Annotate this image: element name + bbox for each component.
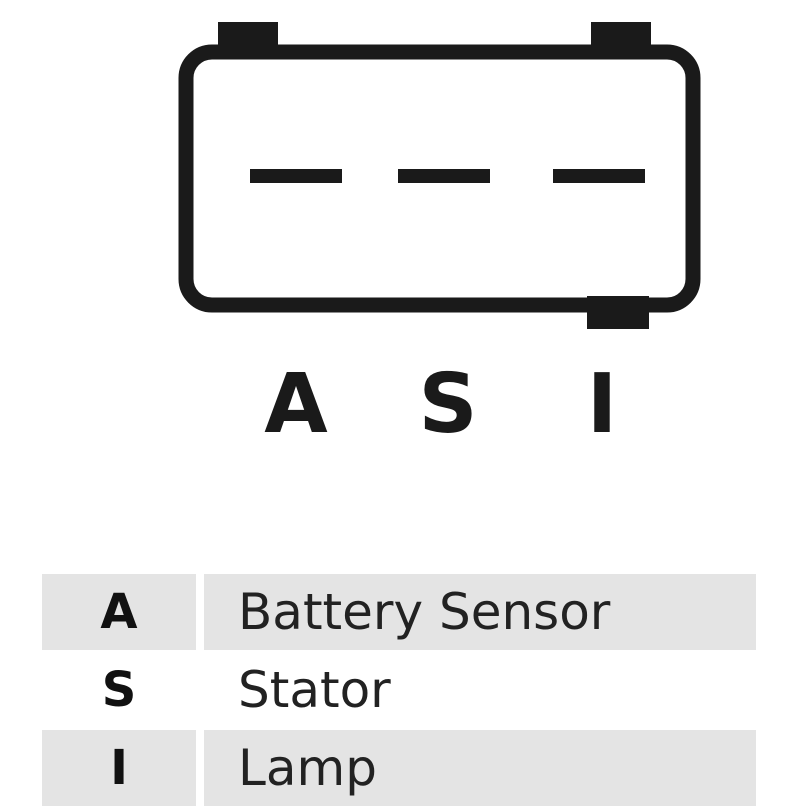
legend-row-i: I Lamp (42, 730, 756, 806)
legend-description: Lamp (204, 730, 756, 806)
pin-label-s: S (418, 357, 478, 452)
legend-row-a: A Battery Sensor (42, 574, 756, 650)
pin-legend-table: A Battery Sensor S Stator I Lamp (42, 574, 756, 808)
connector-key-bottom (587, 296, 649, 329)
terminal-slot-s (398, 169, 490, 183)
legend-key: S (101, 662, 137, 718)
legend-description: Stator (238, 661, 391, 719)
terminal-slot-a (250, 169, 342, 183)
terminal-slot-i (553, 169, 645, 183)
pin-label-i: I (586, 357, 618, 452)
legend-key: A (42, 574, 196, 650)
legend-description: Battery Sensor (204, 574, 756, 650)
pin-label-a: A (264, 357, 328, 452)
legend-key: I (42, 730, 196, 806)
legend-row-s: S Stator (42, 652, 756, 728)
